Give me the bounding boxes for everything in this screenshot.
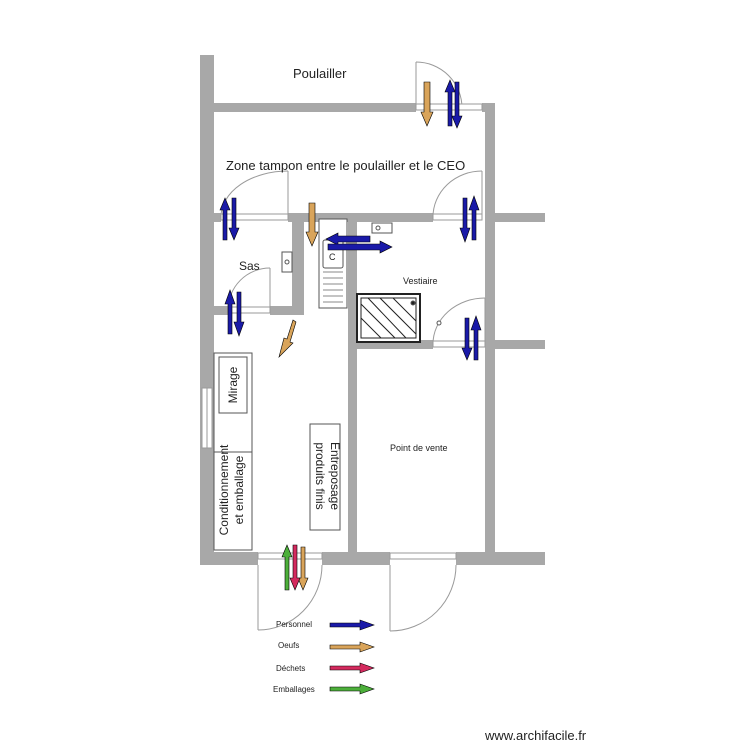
threshold	[220, 213, 289, 221]
wall	[200, 55, 214, 115]
door-swing	[220, 170, 289, 218]
arrow-dechets	[289, 544, 301, 591]
arrow-oeufs	[278, 319, 297, 358]
wall	[322, 552, 390, 565]
shower-hatch	[367, 297, 407, 339]
legend-arrow-1	[329, 619, 375, 631]
arrow-emballages	[281, 544, 293, 591]
sink-letter: C	[329, 252, 336, 262]
footer-brand: www.archifacile.fr	[485, 728, 587, 743]
wall	[348, 340, 433, 349]
arrow-personnel	[219, 197, 231, 241]
vestiaire-washbasin	[371, 222, 393, 234]
door-swing	[432, 170, 483, 218]
wall	[270, 306, 304, 315]
door-swing	[257, 564, 323, 631]
legend-arrow-2	[329, 641, 375, 653]
threshold	[432, 213, 483, 221]
arrow-personnel	[325, 232, 371, 246]
window	[201, 387, 213, 449]
arrow-personnel	[451, 81, 463, 129]
wall	[200, 552, 258, 565]
arrow-personnel	[459, 197, 471, 243]
door-swing	[432, 297, 486, 345]
wall	[214, 213, 221, 222]
shower-hatch	[379, 297, 417, 335]
conditionnement-line2: et emballage	[232, 455, 246, 525]
room-label-conditionnement: Conditionnement et emballage	[217, 430, 249, 550]
threshold	[227, 306, 271, 314]
legend-arrow-4	[329, 683, 375, 695]
legend-arrows	[329, 619, 375, 695]
arrow-personnel	[468, 195, 480, 241]
arrow-personnel	[233, 291, 245, 337]
arrow-personnel	[228, 197, 240, 241]
wall	[348, 213, 357, 565]
shower-valve	[436, 320, 442, 326]
walls	[200, 55, 545, 565]
wall	[288, 213, 433, 222]
wall	[485, 340, 545, 349]
wall	[292, 213, 304, 313]
shower-hatch	[360, 303, 396, 339]
room-label-entreposage: Entreposage produits finis	[310, 426, 342, 526]
furniture	[213, 218, 442, 551]
shower-hatch	[392, 297, 417, 322]
room-label-point-de-vente: Point de vente	[390, 443, 448, 453]
entreposage-line2: produits finis	[313, 442, 327, 510]
threshold	[432, 340, 486, 348]
legend-label-personnel: Personnel	[276, 620, 313, 629]
room-label-poulailler: Poulailler	[293, 66, 347, 81]
legend-label-oeufs: Oeufs	[278, 641, 300, 650]
arrow-personnel	[461, 317, 473, 361]
wall	[200, 103, 416, 112]
flow-arrows	[219, 79, 482, 591]
entreposage-line1: Entreposage	[328, 441, 342, 511]
wall	[485, 103, 495, 565]
storage-shelf	[309, 423, 341, 531]
arrow-personnel	[444, 79, 456, 127]
shower-drain	[410, 300, 416, 306]
conditionnement-line1: Conditionnement	[217, 444, 231, 536]
room-label-mirage: Mirage	[226, 366, 240, 404]
arrow-personnel	[327, 240, 393, 254]
room-label-vestiaire: Vestiaire	[403, 276, 438, 286]
mirage-box	[218, 356, 248, 414]
vestiaire-washbasin-drain	[375, 225, 381, 231]
arrow-personnel	[224, 289, 236, 335]
door-swing	[389, 564, 457, 632]
arrow-oeufs	[305, 202, 319, 247]
sas-washbasin-drain	[284, 259, 290, 265]
wall	[485, 213, 545, 222]
room-label-zone-tampon: Zone tampon entre le poulailler et le CE…	[226, 158, 466, 173]
legend-arrow-3	[329, 662, 375, 674]
door-swing	[415, 61, 463, 109]
legend-label-emballages: Emballages	[273, 685, 315, 694]
threshold	[389, 552, 457, 560]
arrow-oeufs	[420, 81, 434, 127]
room-label-sas: Sas	[239, 259, 260, 273]
legend-label-dechets: Déchets	[276, 664, 306, 673]
wall	[200, 103, 214, 565]
wall	[214, 306, 228, 315]
arrow-oeufs	[297, 546, 309, 591]
arrow-personnel	[470, 315, 482, 361]
shower-hatch	[360, 317, 382, 339]
wall	[456, 552, 545, 565]
